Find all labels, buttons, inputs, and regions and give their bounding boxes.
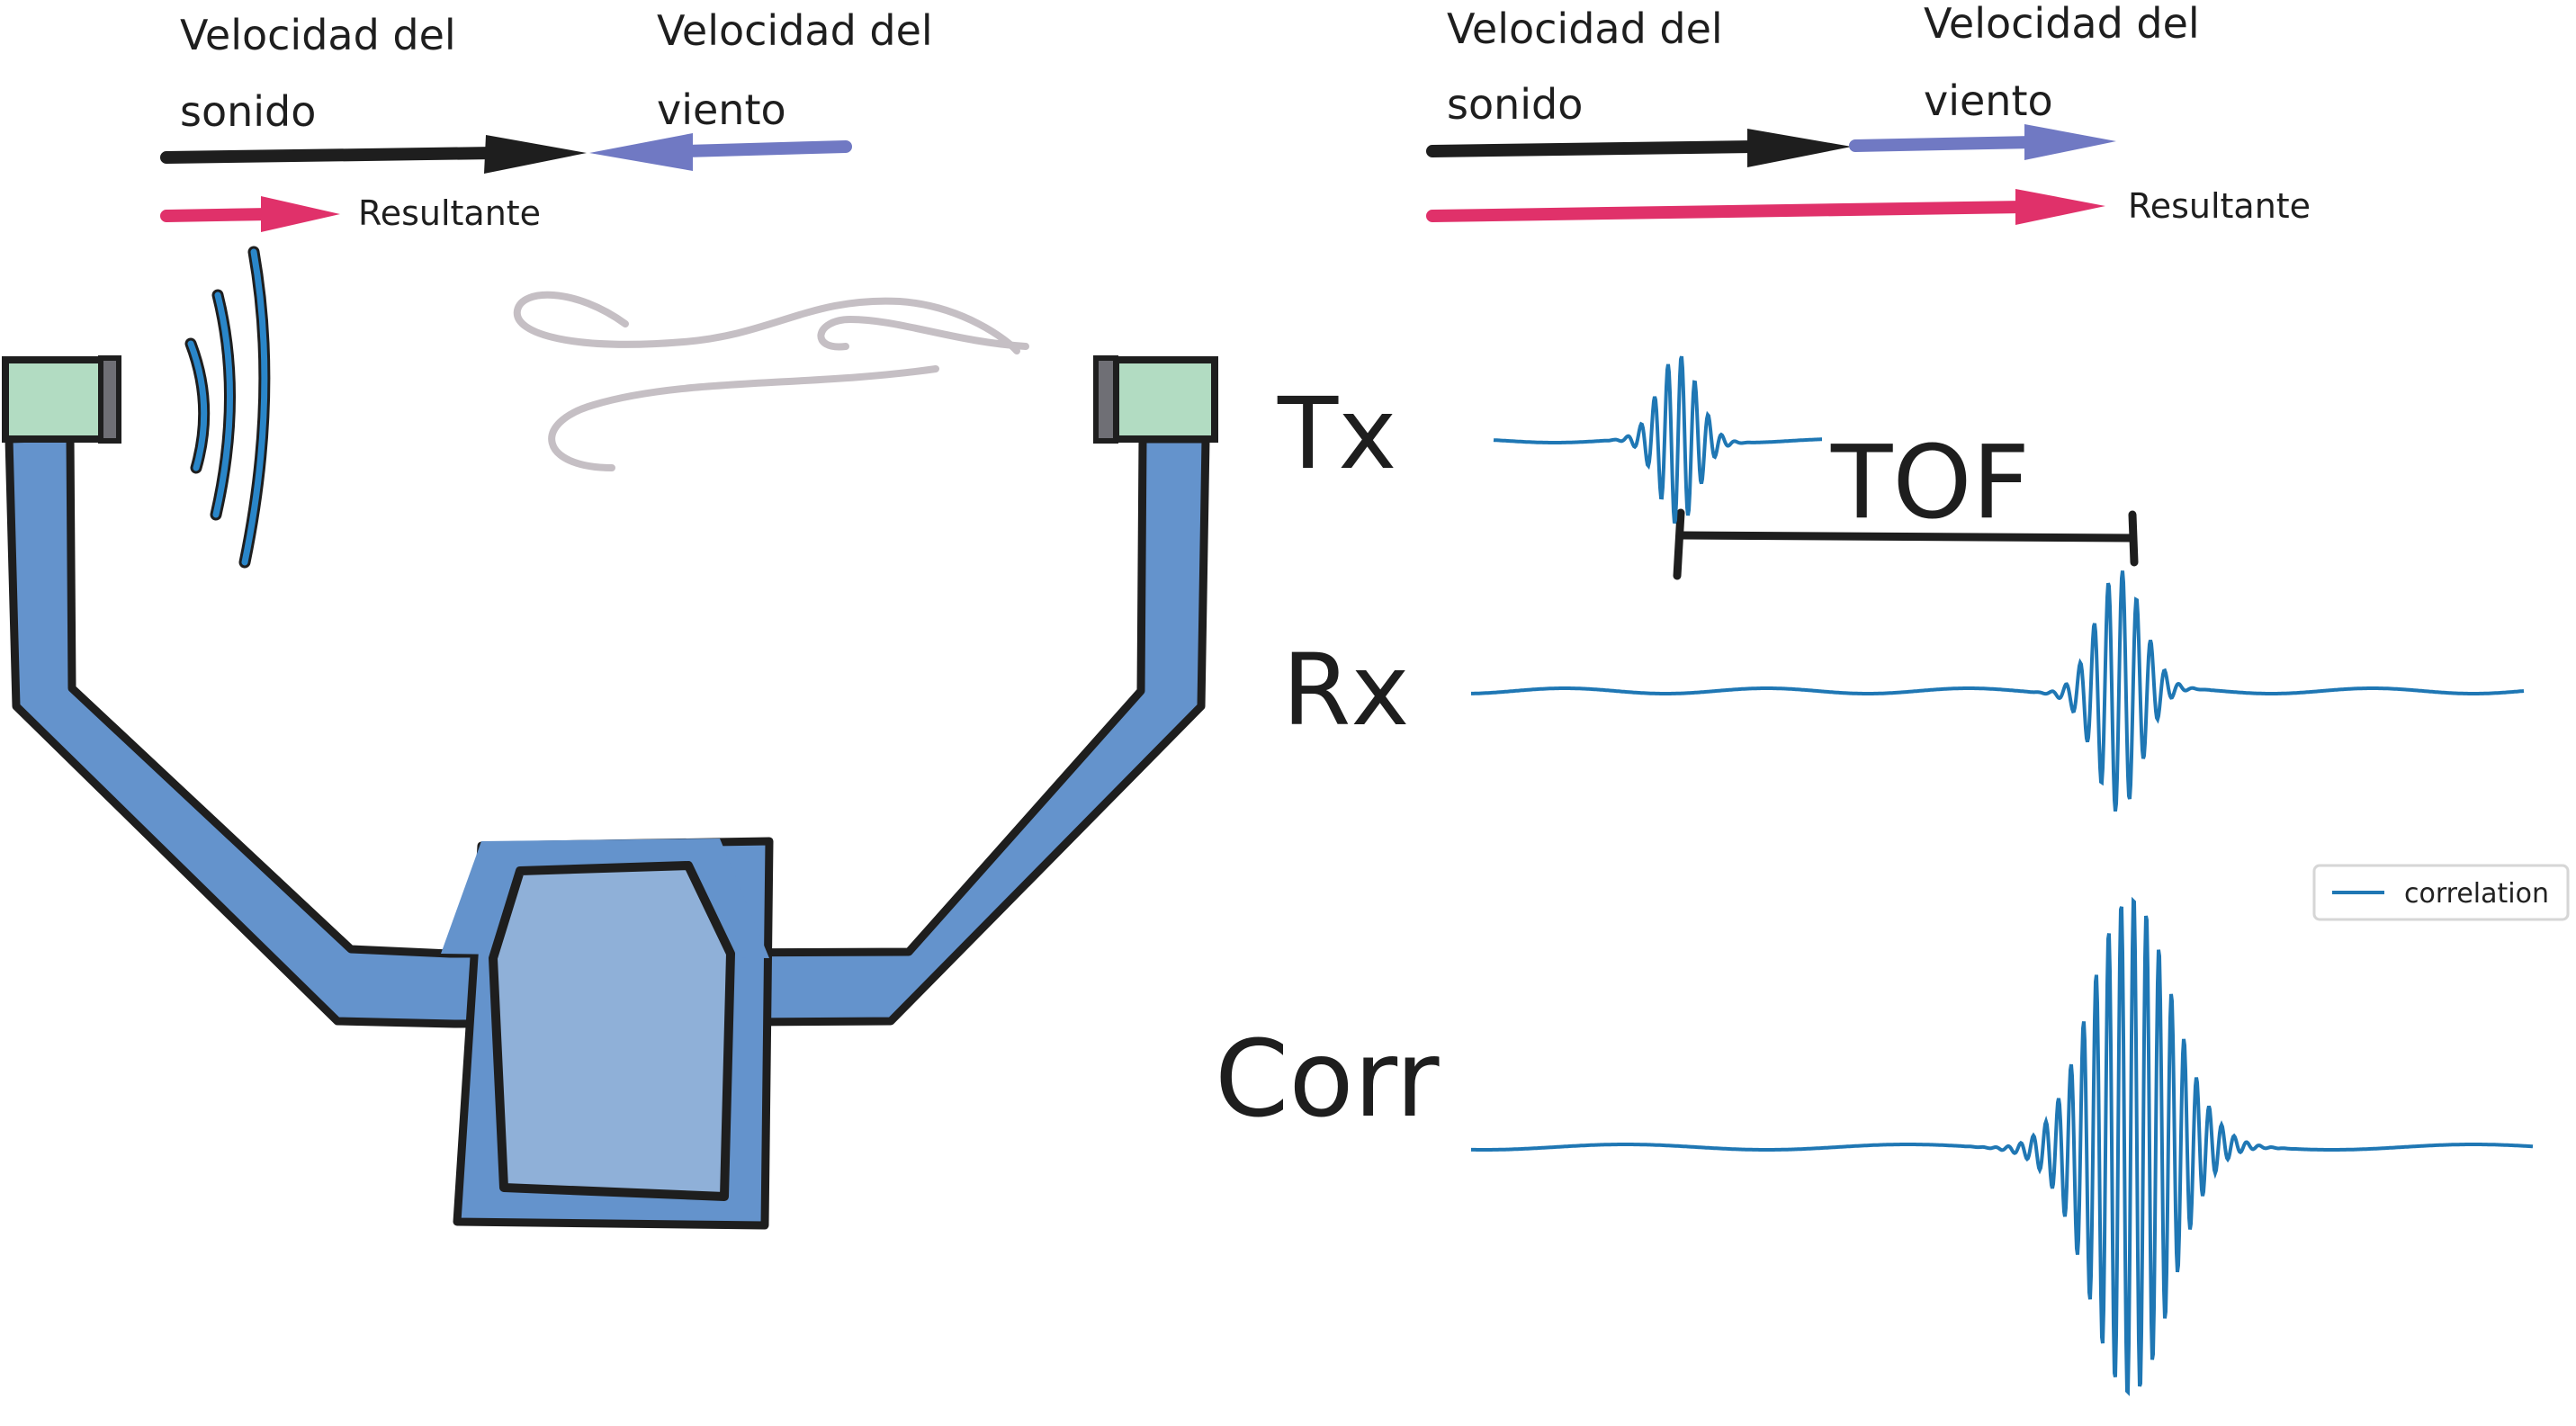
right-resultant-arrow: [1426, 189, 2105, 225]
left-sound-velocity-arrow: [160, 135, 587, 174]
device-inner-panel: [489, 861, 735, 1201]
tx-label: Tx: [1277, 376, 1396, 491]
ultrasonic-anemometer-device: [2, 355, 1218, 1230]
right-sound-velocity-arrow: [1426, 129, 1852, 167]
right-wind-label-line1: Velocidad del: [1924, 0, 2200, 48]
tof-label: TOF: [1830, 425, 2030, 542]
rx-label: Rx: [1282, 632, 1410, 748]
right-sound-label-line2: sonido: [1447, 80, 1583, 129]
left-wind-velocity-arrow: [589, 133, 852, 171]
legend-label: correlation: [2404, 878, 2549, 910]
right-resultant-label: Resultante: [2128, 186, 2311, 226]
correlation-legend: correlation: [2312, 864, 2570, 921]
corr-label: Corr: [1215, 1017, 1440, 1141]
wind-gust-icon: [513, 291, 1029, 471]
tof-bracket: [1673, 508, 2139, 580]
right-transducer-head: [1093, 355, 1218, 444]
left-wind-label-line2: viento: [657, 85, 786, 134]
right-wind-velocity-arrow: [1849, 124, 2116, 160]
left-resultant-label: Resultante: [358, 193, 541, 233]
right-sound-label-line1: Velocidad del: [1447, 4, 1723, 53]
right-vector-group: Velocidad del sonido Velocidad del vient…: [1426, 0, 2311, 226]
sound-wave-arcs-fill: [187, 248, 268, 566]
left-vector-group: Velocidad del sonido Velocidad del vient…: [160, 6, 933, 233]
correlation-waveform: [1471, 896, 2534, 1396]
left-resultant-arrow: [160, 196, 340, 232]
left-sound-label-line2: sonido: [180, 87, 316, 136]
rx-waveform: [1471, 570, 2525, 812]
right-wind-label-line2: viento: [1924, 76, 2053, 125]
tx-waveform: [1493, 355, 1822, 525]
left-transducer-head: [2, 355, 121, 444]
left-wind-label-line1: Velocidad del: [657, 6, 933, 55]
left-sound-label-line1: Velocidad del: [180, 11, 456, 59]
